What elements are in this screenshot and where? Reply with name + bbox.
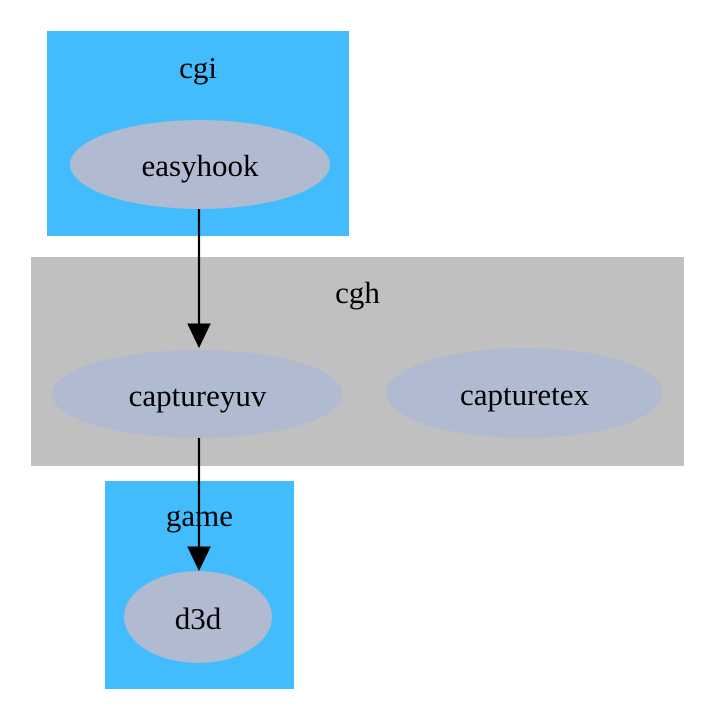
node-captureyuv-label: captureyuv — [128, 377, 267, 413]
node-d3d-label: d3d — [174, 600, 222, 636]
cluster-game-label: game — [165, 498, 234, 533]
node-capturetex-label: capturetex — [459, 376, 590, 412]
cluster-cgi-label: cgi — [179, 50, 217, 85]
node-easyhook-label: easyhook — [141, 148, 259, 183]
node-capturetex[interactable]: capturetex — [386, 348, 663, 438]
cluster-cgh-label: cgh — [335, 275, 380, 310]
node-captureyuv[interactable]: captureyuv — [52, 350, 343, 438]
node-easyhook[interactable]: easyhook — [70, 120, 330, 209]
node-d3d[interactable]: d3d — [124, 571, 272, 663]
